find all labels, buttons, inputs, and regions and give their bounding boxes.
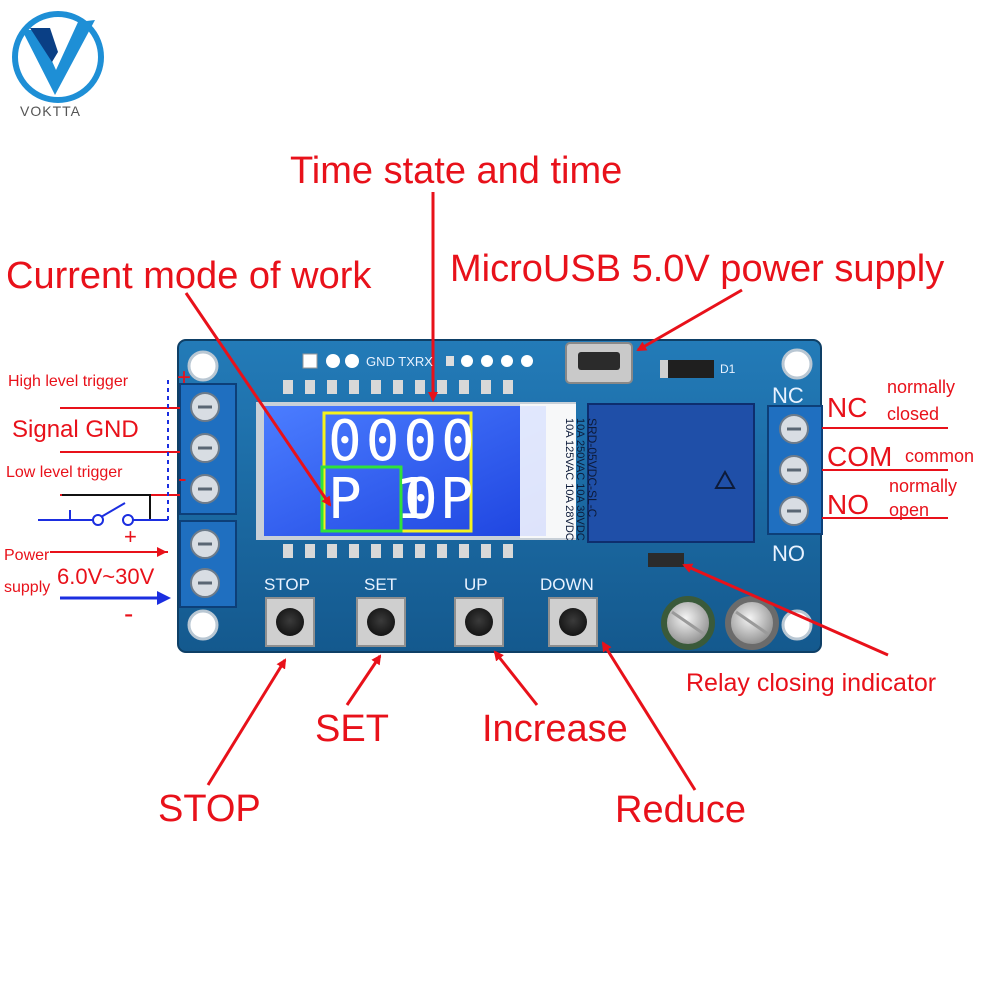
lcd-unit-readout: 0P	[404, 467, 476, 532]
nc-desc-2: closed	[887, 404, 940, 424]
output-terminal-block	[767, 405, 823, 535]
voktta-logo-icon	[12, 11, 104, 103]
voltage-label: 6.0V~30V	[57, 564, 155, 589]
low-level-trigger-label: Low level trigger	[6, 464, 123, 481]
lcd-display	[256, 402, 576, 540]
stop-label: STOP	[158, 788, 261, 830]
relay-markings: SRD-05VDC-SL-C 10A 250VAC 10A 30VDC 10A …	[562, 418, 599, 541]
d1-silkscreen: D1	[720, 362, 736, 376]
reduce-label: Reduce	[615, 789, 746, 831]
button-set-silkscreen: SET	[364, 575, 398, 594]
microusb-label: MicroUSB 5.0V power supply	[450, 248, 945, 290]
relay-rating-1: 10A 250VAC 10A 30VDC	[574, 418, 587, 541]
set-label: SET	[315, 708, 389, 750]
lcd-time-readout: 0000	[328, 409, 479, 474]
nc-silkscreen: NC	[772, 383, 804, 408]
lcd-mode-readout: P 1	[328, 467, 430, 532]
button-down-silkscreen: DOWN	[540, 575, 594, 594]
no-desc-1: normally	[889, 476, 958, 496]
signal-gnd-label: Signal GND	[12, 416, 139, 443]
switch-plus-label: +	[124, 524, 137, 549]
nc-label: NC	[827, 392, 868, 423]
plus-top-label: +	[177, 364, 192, 391]
button-stop-silkscreen: STOP	[264, 575, 310, 594]
switch-icon	[38, 378, 169, 526]
power-terminal-block	[179, 520, 237, 608]
power-label: Power	[4, 547, 50, 564]
brand-name: VOKTTA	[20, 103, 81, 119]
header-silkscreen: GND TXRX	[366, 354, 433, 369]
relay	[587, 403, 755, 543]
power-minus-label: -	[124, 598, 134, 629]
increase-label: Increase	[482, 708, 628, 750]
supply-label: supply	[4, 579, 51, 596]
minus-top-label: -	[178, 463, 187, 493]
com-label: COM	[827, 441, 893, 472]
no-label: NO	[827, 489, 869, 520]
no-desc-2: open	[889, 500, 930, 520]
high-level-trigger-label: High level trigger	[8, 373, 129, 390]
push-buttons	[265, 597, 598, 647]
no-silkscreen: NO	[772, 541, 805, 566]
time-state-label: Time state and time	[290, 150, 623, 192]
arrow-icon	[184, 192, 889, 791]
relay-indicator-label: Relay closing indicator	[686, 669, 937, 697]
nc-desc-1: normally	[887, 377, 956, 397]
com-desc: common	[905, 446, 975, 466]
relay-model: SRD-05VDC-SL-C	[585, 418, 599, 518]
button-up-silkscreen: UP	[464, 575, 488, 594]
input-terminal-block	[179, 383, 237, 515]
current-mode-label: Current mode of work	[6, 255, 372, 297]
relay-rating-2: 10A 125VAC 10A 28VDC	[562, 418, 575, 541]
